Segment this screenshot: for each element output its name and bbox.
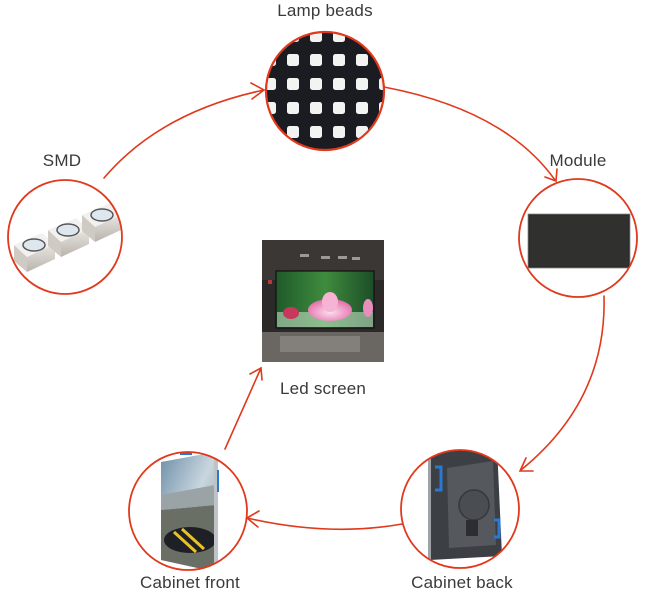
lamp-bead	[356, 78, 368, 90]
arrow-lamp-beads-to-module	[383, 86, 556, 181]
lamp-bead	[287, 102, 299, 114]
flow-arrows	[103, 82, 605, 531]
lamp-bead-grid-icon	[264, 32, 391, 162]
arrowhead-module	[544, 168, 558, 183]
label-smd: SMD	[42, 151, 82, 170]
arrow-cabinet-front-to-led-screen	[224, 367, 262, 450]
lamp-bead	[264, 150, 276, 162]
smd-led-chips-icon	[8, 180, 122, 294]
arrowhead-lamp-beads	[250, 82, 266, 100]
led-screen-photo-icon	[262, 240, 384, 362]
lamp-bead	[333, 150, 345, 162]
lamp-bead	[356, 150, 368, 162]
label-lamp-beads: Lamp beads	[277, 1, 373, 20]
lamp-bead	[287, 54, 299, 66]
node-led-screen	[262, 240, 384, 362]
lamp-bead	[356, 54, 368, 66]
arrow-module-to-cabinet-back	[520, 295, 605, 471]
cabinet-back-circle	[400, 449, 520, 569]
node-cabinet-front	[128, 451, 248, 571]
cabinet-front-icon	[161, 452, 219, 570]
node-lamp-beads	[264, 30, 391, 162]
lamp-bead	[287, 126, 299, 138]
smd-circle	[7, 179, 123, 295]
lamp-bead	[310, 54, 322, 66]
lamp-bead	[266, 126, 276, 138]
cabinet-front-circle	[128, 451, 248, 571]
lamp-bead	[310, 102, 322, 114]
lamp-bead	[333, 78, 345, 90]
label-led-screen: Led screen	[279, 379, 367, 398]
lamp-bead	[356, 102, 368, 114]
lamp-bead	[333, 126, 345, 138]
lamp-bead	[379, 150, 391, 162]
label-cabinet-front: Cabinet front	[140, 573, 240, 592]
lamp-bead	[333, 54, 345, 66]
smd-chip	[14, 233, 55, 272]
lamp-beads-circle	[264, 30, 386, 152]
lamp-bead	[379, 78, 384, 90]
node-smd	[7, 179, 123, 295]
arrowhead-led-screen	[249, 366, 263, 381]
arrow-smd-to-lamp-beads	[103, 89, 265, 179]
lamp-bead	[310, 126, 322, 138]
smd-chip	[82, 203, 122, 242]
lamp-bead	[333, 102, 345, 114]
lamp-bead	[310, 78, 322, 90]
lamp-bead	[287, 150, 299, 162]
arrow-cabinet-back-to-cabinet-front	[246, 517, 403, 531]
node-cabinet-back	[400, 449, 520, 569]
lamp-bead	[379, 126, 384, 138]
lamp-bead	[266, 32, 276, 42]
lamp-bead	[379, 32, 384, 42]
arrowhead-cabinet-back	[518, 457, 534, 472]
node-module	[518, 178, 638, 298]
lamp-bead	[379, 54, 384, 66]
led-module-panel-icon	[527, 213, 631, 269]
smd-chip	[48, 218, 89, 257]
label-cabinet-back: Cabinet back	[411, 573, 513, 592]
lamp-bead	[356, 32, 368, 42]
lamp-bead	[287, 78, 299, 90]
label-module: Module	[549, 151, 607, 170]
lamp-bead	[310, 150, 322, 162]
module-circle	[518, 178, 638, 298]
cabinet-back-icon	[428, 450, 502, 560]
